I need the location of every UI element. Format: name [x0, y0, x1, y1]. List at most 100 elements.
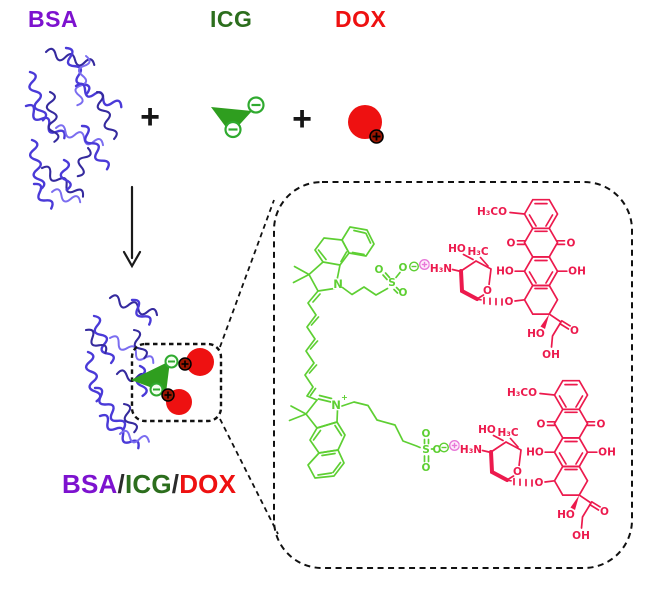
aromatic-inner-bonds	[528, 202, 554, 290]
minus-charge-icon	[149, 382, 164, 397]
nitrogen-label: N	[331, 398, 341, 412]
glycosidic-hash-bond	[476, 296, 503, 306]
ribbon-coil	[51, 188, 82, 204]
callout-line-top	[219, 199, 275, 348]
dox-chemical-structure-bottom	[437, 378, 618, 544]
product-label-bsa: BSA	[62, 469, 118, 499]
minus-charge-icon	[409, 261, 420, 272]
ribbon-coil	[45, 90, 60, 143]
oxygen-label: O	[483, 285, 492, 297]
icg-ring	[307, 449, 345, 479]
icg-ring	[341, 226, 375, 257]
reactant-label-dox: DOX	[335, 6, 387, 32]
ring-d	[523, 284, 559, 315]
sulfonate-bonds	[423, 438, 435, 463]
ribbon-coil	[108, 294, 159, 317]
ribbon-coil	[93, 386, 127, 431]
ribbon-coil	[59, 158, 72, 192]
sulfur-label: S	[422, 444, 430, 456]
hydroxyl-label: OH	[568, 266, 586, 278]
oxygen-label: O	[422, 428, 431, 440]
ring-b	[523, 227, 559, 258]
ribbon-coil	[28, 70, 48, 122]
plus-superscript: +	[341, 393, 348, 402]
ribbon-coil	[40, 165, 85, 198]
sugar-ring-bold	[459, 269, 479, 301]
minus-charge-icon	[247, 96, 265, 114]
reaction-arrow	[122, 185, 142, 269]
ribbon-coil	[24, 103, 66, 140]
ribbon-coil	[122, 402, 138, 434]
ribbon-coil	[95, 90, 118, 141]
hydroxyl-label: HO	[448, 243, 466, 255]
aromatic-inner-bonds	[312, 424, 343, 476]
oxygen-label: O	[399, 262, 408, 274]
ribbon-coil	[28, 138, 46, 191]
reactant-label-bsa: BSA	[28, 6, 79, 32]
ribbon-coil	[55, 124, 104, 147]
hydroxyl-label: HO	[496, 266, 514, 278]
product-label-slash: /	[171, 469, 180, 499]
oxygen-label: O	[505, 296, 514, 308]
icg-triangle	[211, 107, 252, 134]
aromatic-inner-bonds	[317, 229, 372, 263]
sugar-substituent-bonds	[462, 253, 489, 267]
sulfonate-bonds	[382, 271, 401, 294]
plus-sign-1: +	[140, 98, 160, 136]
oxygen-label: O	[570, 325, 579, 337]
alkyl-chain	[341, 286, 389, 296]
ketone-bonds	[516, 239, 566, 246]
product-label-dox: DOX	[179, 469, 237, 499]
oxygen-label: O	[507, 238, 516, 250]
plus-sign-2: +	[292, 100, 312, 138]
polymethine-double-bonds	[308, 293, 321, 397]
hydroxyl-label: HO	[527, 328, 545, 340]
ribbon-coil	[80, 124, 110, 171]
complex-zoom-source-box	[130, 342, 223, 423]
ribbon-coil	[132, 328, 148, 360]
oxygen-label: O	[399, 287, 408, 299]
complex-dox-sphere	[186, 348, 214, 376]
nitrogen-label: N	[333, 277, 343, 291]
product-label-icg: ICG	[124, 469, 172, 499]
bsa-protein-structure-complex	[84, 294, 159, 450]
oxygen-label: O	[375, 264, 384, 276]
oxygen-label: O	[433, 444, 442, 456]
complex-payload	[131, 348, 214, 415]
oxygen-label: O	[567, 238, 576, 250]
ribbon-coil	[84, 350, 102, 403]
oxygen-label: O	[422, 462, 431, 474]
ribbon-coil	[130, 298, 152, 326]
plus-charge-icon	[178, 357, 192, 371]
methoxy-bond	[509, 211, 526, 215]
minus-charge-icon	[224, 120, 242, 139]
callout-line-bottom	[219, 418, 279, 535]
reactant-label-icg: ICG	[210, 6, 253, 32]
ribbon-coil	[32, 182, 54, 210]
polymethine-chain	[304, 290, 319, 401]
glycosidic-bond	[514, 298, 526, 302]
product-label-slash: /	[117, 469, 125, 499]
plus-charge-icon	[419, 259, 431, 271]
sulfur-label: S	[388, 277, 396, 289]
ribbon-coil	[92, 314, 115, 365]
methoxy-label: H₃CO	[477, 206, 507, 218]
plus-charge-icon	[369, 129, 384, 144]
ammonium-label: H₃N	[430, 263, 452, 275]
plus-charge-icon	[161, 388, 175, 402]
wedge-bond	[540, 314, 550, 329]
product-label: BSA/ICG/DOX	[62, 469, 236, 500]
ribbon-coil	[84, 328, 108, 355]
dox-chemical-structure-top: H₃N O HO H₃C O H₃CO O O	[409, 198, 587, 362]
ribbon-coil	[74, 55, 91, 107]
methyl-label: H₃C	[467, 246, 488, 258]
ribbon-coil	[76, 146, 92, 178]
icg-fivering	[288, 394, 339, 429]
inset-zoom-box	[273, 181, 633, 569]
minus-charge-icon	[164, 354, 179, 369]
icg-fivering	[292, 261, 341, 292]
hydroxyl-label: OH	[542, 349, 560, 361]
ribbon-coil	[119, 429, 150, 444]
